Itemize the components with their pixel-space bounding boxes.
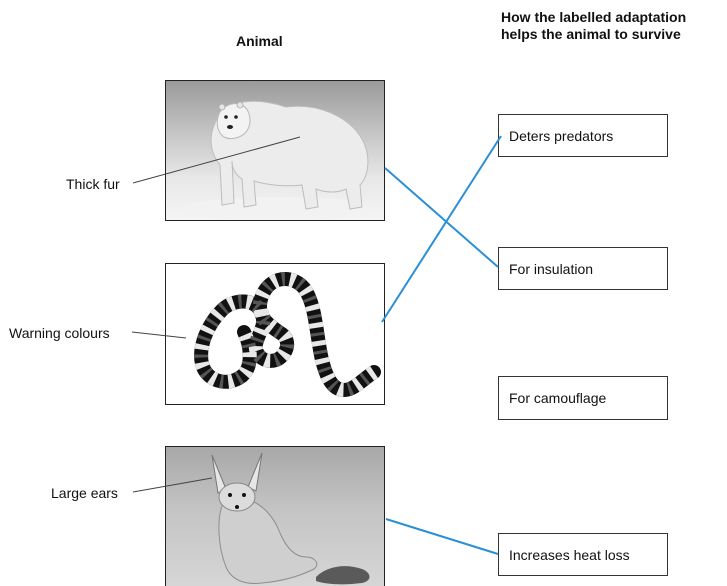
connector-large-ears-to-heat-loss[interactable] (386, 519, 498, 554)
connector-thick-fur-to-insulation[interactable] (385, 168, 498, 267)
leader-line-large-ears (133, 478, 212, 492)
leader-line-warning-colours (132, 332, 186, 338)
connector-warning-colours-to-deters-predators[interactable] (382, 136, 501, 322)
leader-line-thick-fur (133, 137, 300, 183)
